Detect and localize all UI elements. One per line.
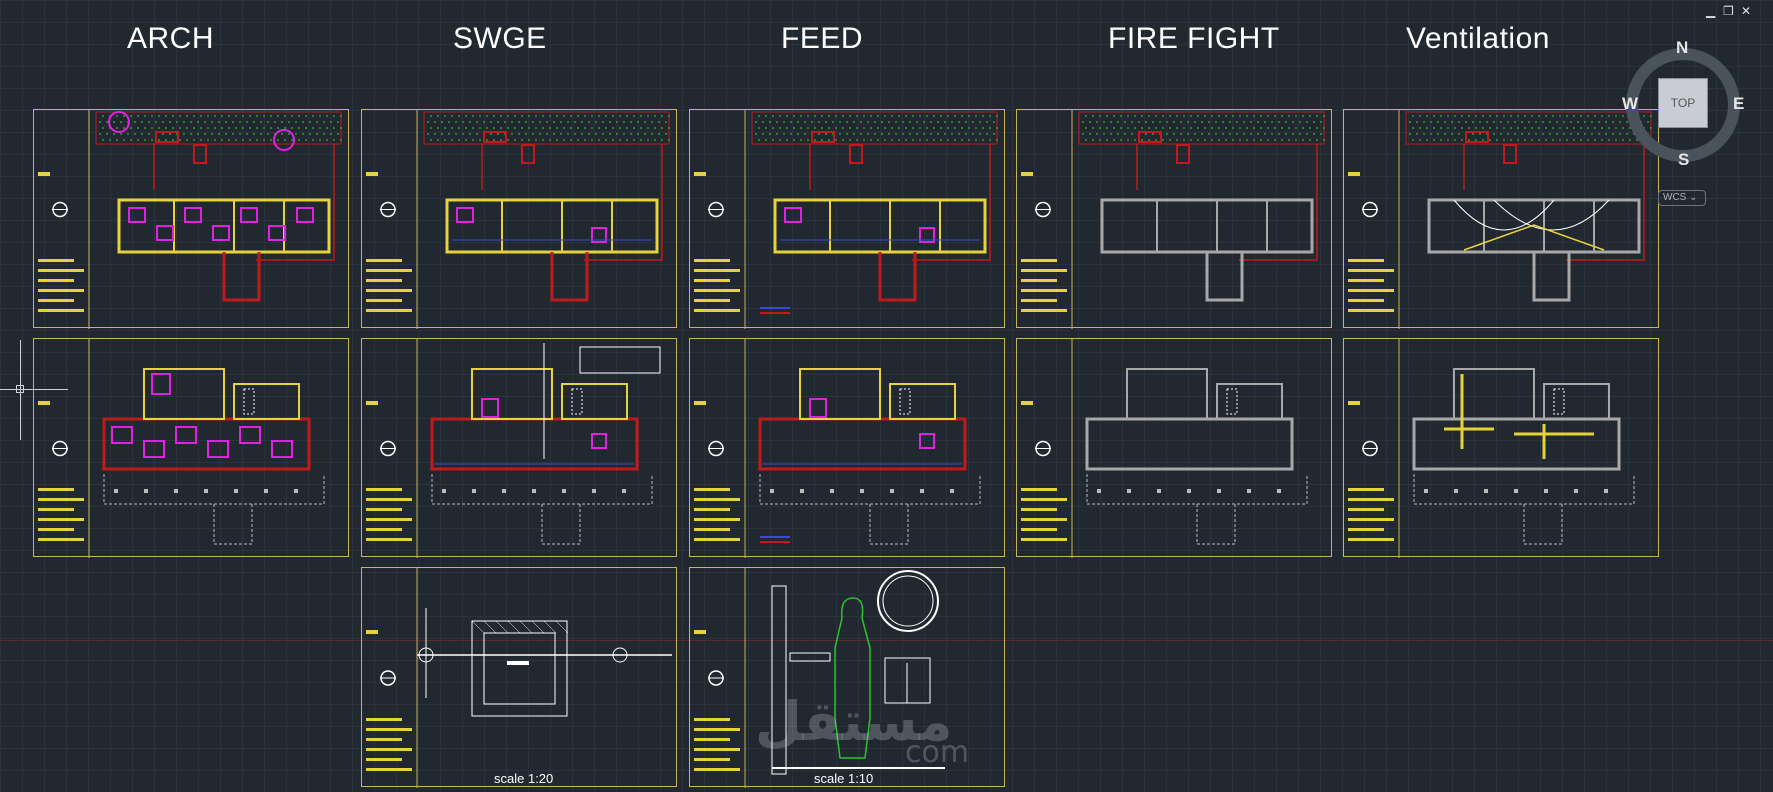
sheet-drawing (694, 110, 998, 329)
sheet-drawing (366, 339, 661, 558)
sheet-fire-upper[interactable] (1016, 338, 1332, 558)
sheet-fire-ground[interactable] (1016, 109, 1332, 329)
sheet-drawing (694, 339, 981, 558)
viewcube[interactable]: TOP N S E W (1622, 38, 1747, 173)
sheet-feed-ground[interactable] (689, 109, 1005, 329)
sheet-vent-ground[interactable] (1343, 109, 1659, 329)
scale-label-feed: scale 1:10 (814, 771, 874, 786)
compass-north[interactable]: N (1676, 38, 1689, 57)
cursor-crosshair-horizontal (0, 389, 68, 390)
viewcube-top-face[interactable]: TOP (1658, 78, 1708, 128)
compass-south[interactable]: S (1678, 150, 1690, 169)
wcs-label: WCS (1663, 192, 1687, 203)
scale-label-swge: scale 1:20 (494, 771, 554, 786)
column-title-fire-fight: FIRE FIGHT (1108, 22, 1280, 55)
sheet-arch-upper[interactable] (33, 338, 349, 558)
sheet-drawing (1021, 339, 1308, 558)
minimize-icon[interactable]: ▁ (1706, 4, 1716, 18)
sheet-drawing (366, 110, 670, 329)
sheet-swge-upper[interactable] (361, 338, 677, 558)
sheet-feed-upper[interactable] (689, 338, 1005, 558)
chevron-down-icon: ⌄ (1689, 192, 1698, 203)
sheet-swge-detail[interactable] (361, 567, 677, 788)
column-title-feed: FEED (781, 22, 864, 55)
cursor-pickbox (16, 385, 24, 393)
sheet-feed-detail[interactable] (689, 567, 1005, 788)
sheet-drawing (1021, 110, 1325, 329)
sheet-drawing (366, 568, 672, 788)
sheet-vent-upper[interactable] (1343, 338, 1659, 558)
compass-west[interactable]: W (1622, 94, 1639, 113)
watermark-domain: com (905, 735, 970, 770)
sheet-drawing (38, 110, 342, 329)
sheet-drawing (1348, 110, 1652, 329)
restore-icon[interactable]: ❐ (1723, 4, 1734, 18)
column-title-ventilation: Ventilation (1406, 22, 1550, 55)
sheet-drawing (38, 339, 325, 558)
x-axis-line (0, 640, 1773, 641)
sheet-swge-ground[interactable] (361, 109, 677, 329)
sheet-drawing (694, 568, 945, 788)
column-title-arch: ARCH (127, 22, 215, 55)
sheet-arch-ground[interactable] (33, 109, 349, 329)
compass-east[interactable]: E (1733, 94, 1745, 113)
close-icon[interactable]: ✕ (1741, 4, 1752, 18)
column-title-swge: SWGE (453, 22, 547, 55)
sheet-drawing (1348, 339, 1635, 558)
watermark-logo: مستقل (755, 690, 953, 753)
cursor-crosshair-vertical (20, 340, 21, 440)
wcs-menu[interactable]: WCS ⌄ (1658, 190, 1706, 206)
